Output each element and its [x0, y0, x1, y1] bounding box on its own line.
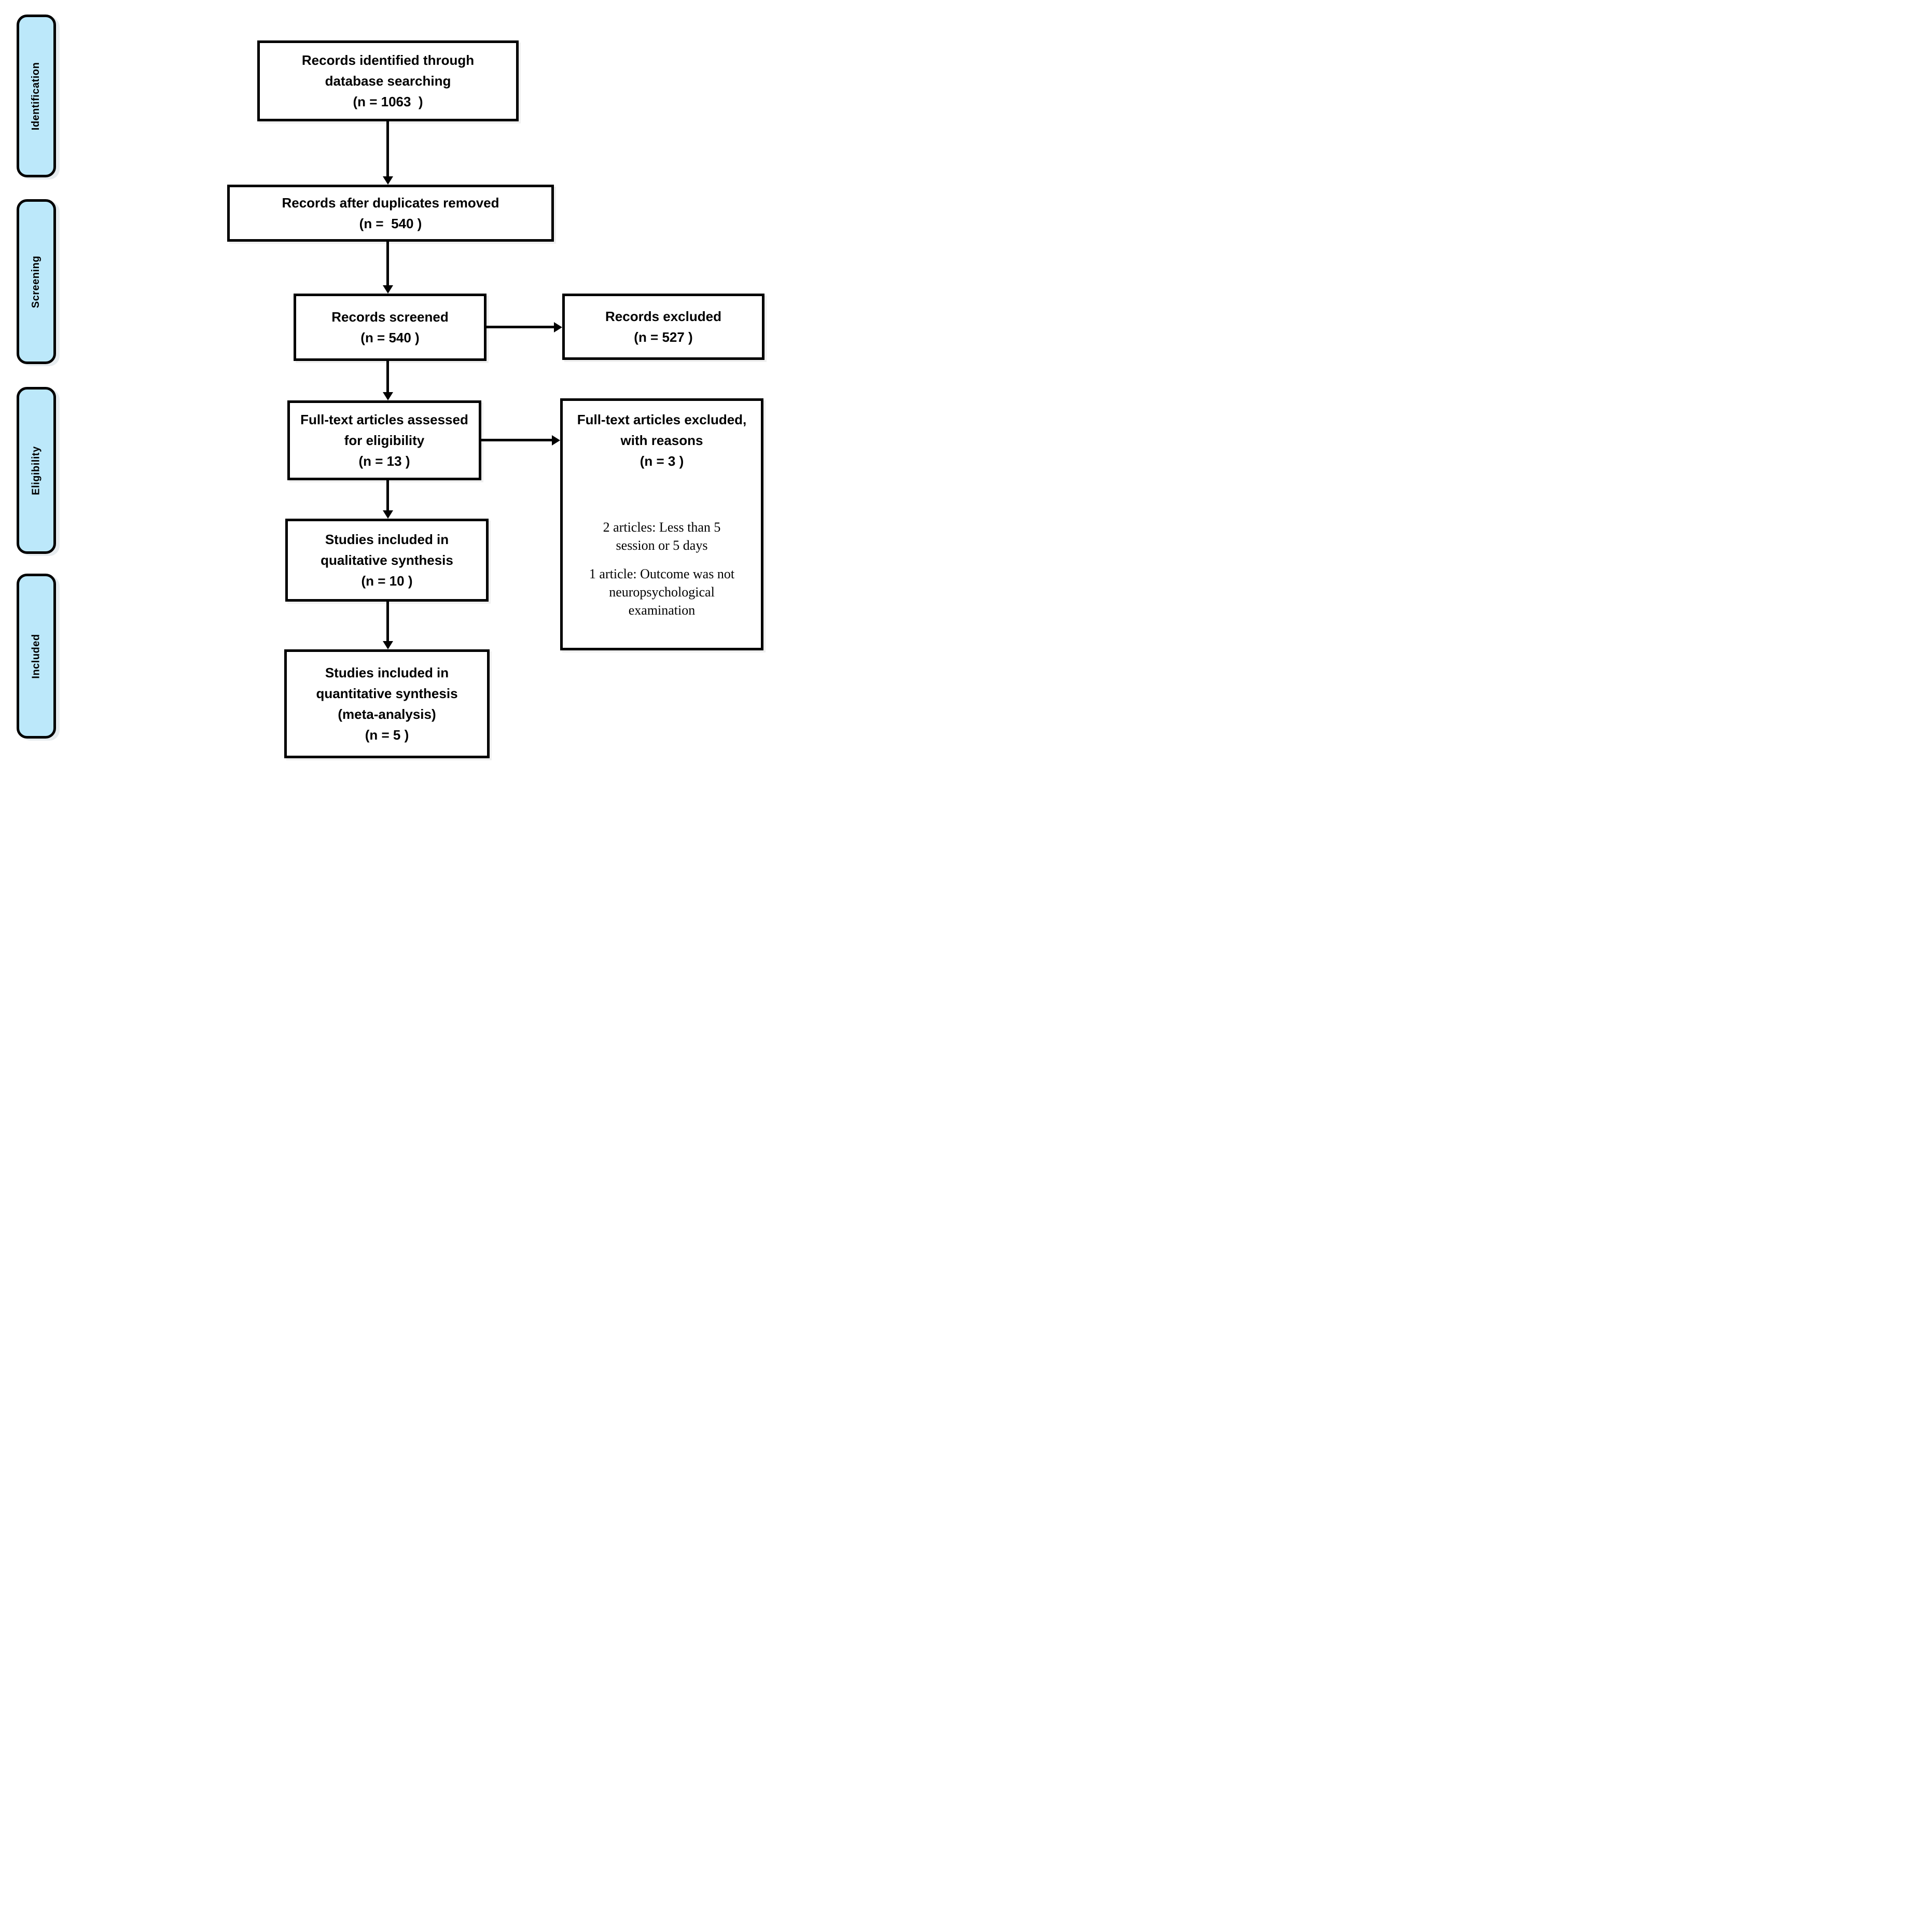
arrow-identified-to-duplicates [383, 121, 393, 185]
box-quantitative-count: (n = 5 ) [365, 727, 409, 743]
box-records-identified-line: database searching [325, 73, 451, 89]
reason-1-line: session or 5 days [616, 538, 708, 553]
box-quantitative-line: Studies included in [325, 665, 449, 680]
reason-2-line: 1 article: Outcome was not [589, 566, 735, 581]
box-quantitative-line: quantitative synthesis [316, 686, 458, 701]
arrow-screened-to-excluded [487, 322, 562, 332]
box-fulltext-assessed-line: Full-text articles assessed [300, 412, 468, 427]
box-qualitative-synthesis: Studies included in qualitative synthesi… [285, 519, 489, 602]
arrowhead-down-icon [383, 392, 393, 400]
fulltext-excluded-header-line: with reasons [620, 433, 703, 448]
stage-identification-label: Identification [30, 62, 42, 130]
box-records-screened: Records screened (n = 540 ) [294, 294, 487, 361]
arrow-qualitative-to-quantitative [383, 602, 393, 649]
box-fulltext-assessed-line: for eligibility [344, 433, 425, 448]
arrowhead-down-icon [383, 285, 393, 294]
fulltext-excluded-reason-1: 2 articles: Less than 5 session or 5 day… [603, 518, 721, 554]
box-records-identified: Records identified through database sear… [257, 40, 519, 121]
box-duplicates-removed-count: (n = 540 ) [359, 216, 422, 231]
arrow-line [481, 439, 553, 441]
fulltext-excluded-header: Full-text articles excluded, with reason… [577, 409, 747, 471]
box-records-excluded-line: Records excluded [605, 309, 721, 324]
box-qualitative-line: Studies included in [325, 532, 449, 547]
arrow-line [386, 361, 389, 393]
box-records-screened-count: (n = 540 ) [360, 330, 420, 345]
box-records-excluded: Records excluded (n = 527 ) [562, 294, 765, 360]
arrow-line [487, 326, 555, 328]
arrow-assessed-to-qualitative [383, 480, 393, 519]
box-fulltext-assessed: Full-text articles assessed for eligibil… [287, 400, 481, 480]
stage-screening-label: Screening [30, 255, 42, 308]
box-quantitative-line: (meta-analysis) [338, 706, 436, 722]
prisma-flow-diagram: Identification Screening Eligibility Inc… [0, 0, 773, 762]
box-fulltext-assessed-count: (n = 13 ) [358, 453, 410, 469]
reason-2-line: examination [628, 603, 696, 618]
box-quantitative-synthesis: Studies included in quantitative synthes… [284, 649, 490, 758]
stage-screening: Screening [17, 199, 56, 364]
stage-eligibility: Eligibility [17, 387, 56, 554]
arrow-duplicates-to-screened [383, 242, 393, 294]
fulltext-excluded-header-line: Full-text articles excluded, [577, 412, 747, 427]
arrow-line [386, 121, 389, 177]
arrowhead-right-icon [552, 435, 560, 446]
box-records-screened-line: Records screened [331, 309, 449, 325]
arrowhead-right-icon [554, 322, 562, 332]
stage-eligibility-label: Eligibility [30, 446, 42, 495]
box-qualitative-line: qualitative synthesis [321, 552, 453, 568]
arrowhead-down-icon [383, 641, 393, 649]
stage-included-label: Included [30, 633, 42, 679]
box-duplicates-removed-line: Records after duplicates removed [282, 195, 499, 211]
reason-1-line: 2 articles: Less than 5 [603, 520, 721, 535]
arrow-line [386, 480, 389, 511]
stage-identification: Identification [17, 15, 56, 177]
arrow-screened-to-assessed [383, 361, 393, 400]
arrowhead-down-icon [383, 176, 393, 185]
arrow-line [386, 242, 389, 286]
stage-included: Included [17, 574, 56, 739]
box-qualitative-count: (n = 10 ) [361, 573, 413, 589]
box-duplicates-removed: Records after duplicates removed (n = 54… [227, 185, 554, 242]
box-fulltext-excluded: Full-text articles excluded, with reason… [560, 398, 763, 650]
fulltext-excluded-count: (n = 3 ) [640, 453, 684, 469]
arrowhead-down-icon [383, 510, 393, 519]
reason-2-line: neuropsychological [609, 585, 715, 600]
box-records-identified-line: Records identified through [301, 52, 475, 68]
box-records-identified-count: (n = 1063 ) [353, 94, 423, 109]
arrow-assessed-to-fulltext-excluded [481, 435, 560, 446]
box-records-excluded-count: (n = 527 ) [634, 329, 693, 345]
fulltext-excluded-reason-2: 1 article: Outcome was not neuropsycholo… [589, 565, 734, 619]
arrow-line [386, 602, 389, 642]
